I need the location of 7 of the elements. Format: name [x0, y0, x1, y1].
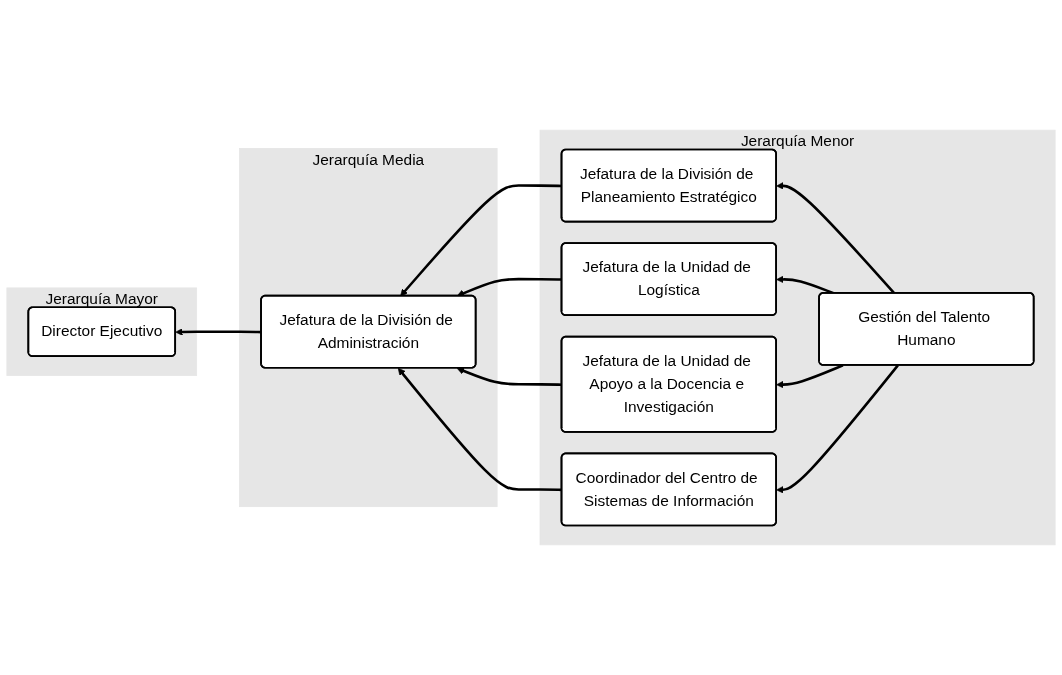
arrow [776, 364, 844, 389]
arrow [175, 328, 262, 336]
arrow [400, 184, 562, 297]
arrow [397, 367, 562, 492]
arrow [456, 277, 562, 297]
arrow [776, 364, 899, 494]
arrow [456, 367, 562, 386]
